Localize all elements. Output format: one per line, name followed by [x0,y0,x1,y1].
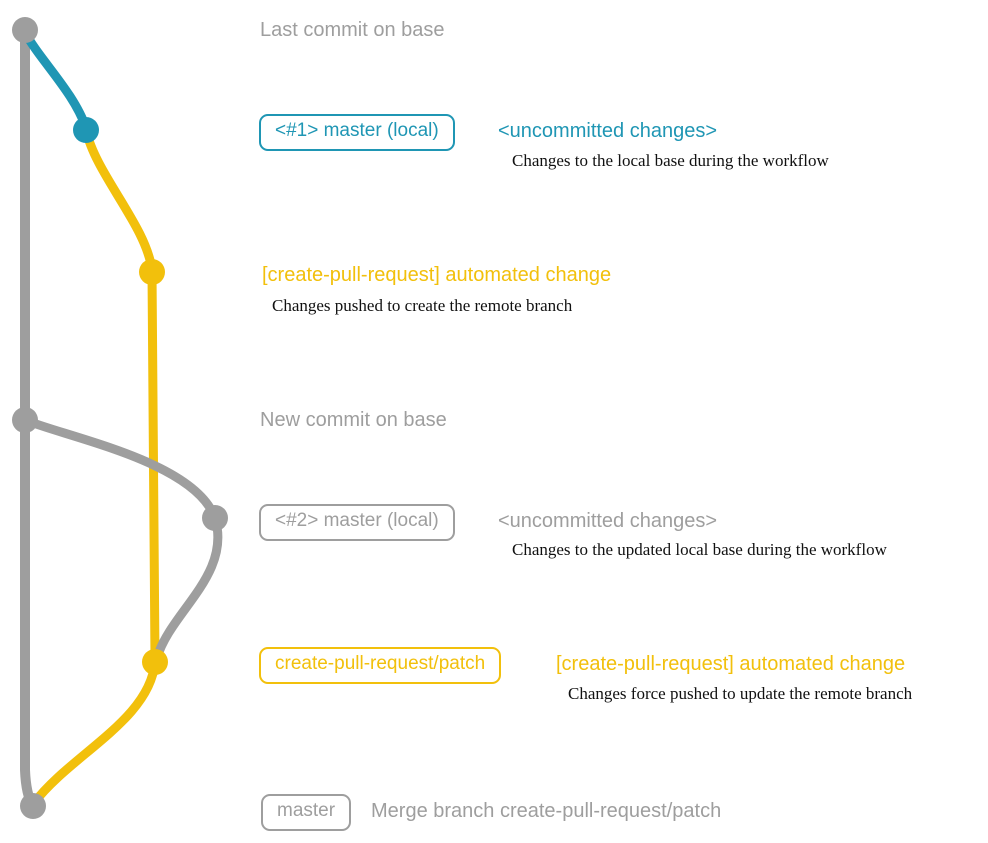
patch-branch-merge-curve [29,657,160,808]
commit-dot-patch-1 [139,259,165,285]
label-automated-change-1: [create-pull-request] automated change [262,264,612,286]
desc-uncommitted-1: Changes to the local base during the wor… [512,151,829,170]
desc-automated-change-1: Changes pushed to create the remote bran… [272,296,573,315]
badge-patch-branch: create-pull-request/patch [259,647,502,684]
desc-automated-change-2: Changes force pushed to update the remot… [568,684,913,703]
badge-master: master [261,794,352,831]
badge-master-local-1: <#1> master (local) [259,114,455,151]
commit-dot-new-base [12,407,38,433]
label-last-commit: Last commit on base [260,19,445,41]
commit-dot-last-base [12,17,38,43]
label-uncommitted-1: <uncommitted changes> [498,120,718,142]
commit-dot-patch-2 [142,649,168,675]
label-merge: Merge branch create-pull-request/patch [371,800,722,822]
commit-dot-local-2 [202,505,228,531]
patch-branch-upper [81,125,157,275]
label-uncommitted-2: <uncommitted changes> [498,510,718,532]
updated-base-branch-curve [20,415,223,663]
label-automated-change-2: [create-pull-request] automated change [556,653,906,675]
label-new-commit: New commit on base [260,409,447,431]
desc-uncommitted-2: Changes to the updated local base during… [512,540,887,559]
local-change-branch-teal [20,27,91,133]
badge-master-local-2: <#2> master (local) [259,504,455,541]
commit-dot-local-1 [73,117,99,143]
commit-dot-merge [20,793,46,819]
